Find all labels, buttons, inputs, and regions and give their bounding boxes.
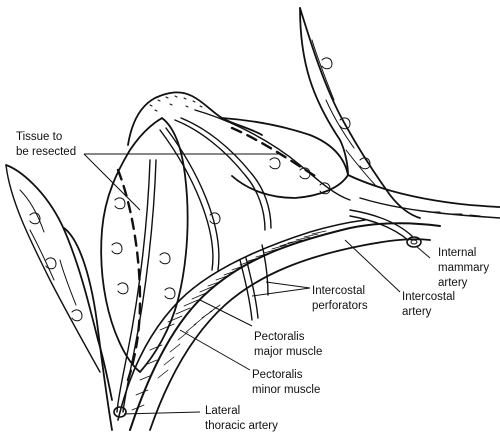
label-tissue-line1: Tissue to (16, 131, 62, 143)
labels: Tissue to be resected Internal mammary a… (16, 131, 489, 432)
medial-flap (299, 7, 421, 219)
fat-lobules (29, 57, 371, 322)
label-perforators-line1: Intercostal (312, 285, 365, 297)
label-perforators-line2: perforators (312, 300, 368, 312)
pectoralis-major-outline (117, 219, 366, 421)
vessels (116, 109, 413, 413)
label-lateral-thoracic-line1: Lateral (205, 405, 240, 417)
lateral-flap-outer (5, 164, 101, 373)
sternal-texture (429, 211, 481, 217)
medial-skin-edge (347, 174, 500, 208)
medial-flap-texture (311, 39, 377, 187)
resection-line-right (230, 126, 320, 180)
lateral-flap-texture (19, 189, 77, 306)
leader-lines (83, 153, 431, 415)
lateral-skin-edge (63, 227, 113, 431)
leader-perforators-2 (265, 281, 311, 289)
leader-intercostal-artery (344, 239, 401, 293)
lateral-flap (5, 164, 113, 401)
drawing (5, 7, 500, 431)
leader-perforators-1 (251, 287, 311, 297)
chest-wall-outer (129, 222, 441, 431)
leader-tissue-2 (83, 153, 141, 211)
sternal-surface (359, 197, 500, 219)
label-pec-minor-line2: minor muscle (252, 384, 320, 396)
medial-flap-outer (299, 7, 349, 176)
pectoralis-major-hatching (131, 230, 327, 411)
resection-line-left (116, 168, 142, 382)
label-internal-mammary-line3: artery (438, 277, 468, 289)
leader-lateral-thoracic (123, 411, 201, 415)
label-tissue-line2: be resected (16, 146, 76, 158)
label-pec-major-line2: major muscle (254, 346, 322, 358)
label-intercostal-artery-line1: Intercostal (402, 291, 455, 303)
internal-mammary-cross-section (406, 236, 422, 248)
label-lateral-thoracic-line2: thoracic artery (205, 420, 278, 432)
lateral-thoracic-cross-section (113, 406, 127, 418)
pectoralis-minor-hatching (157, 304, 221, 379)
tissue-left-lobe (100, 117, 189, 373)
label-intercostal-artery-line2: artery (402, 306, 432, 318)
label-pec-minor-line1: Pectoralis (252, 369, 303, 381)
leader-internal-mammary (415, 245, 431, 259)
label-pec-major-line1: Pectoralis (254, 331, 305, 343)
label-internal-mammary-line1: Internal (438, 247, 476, 259)
leader-pec-minor (179, 329, 251, 371)
internal-mammary-lumen (410, 239, 418, 245)
areola-stipple (149, 95, 203, 112)
label-internal-mammary-line2: mammary (438, 262, 489, 274)
leader-pec-major (199, 299, 253, 327)
nipple-mound (127, 91, 263, 146)
